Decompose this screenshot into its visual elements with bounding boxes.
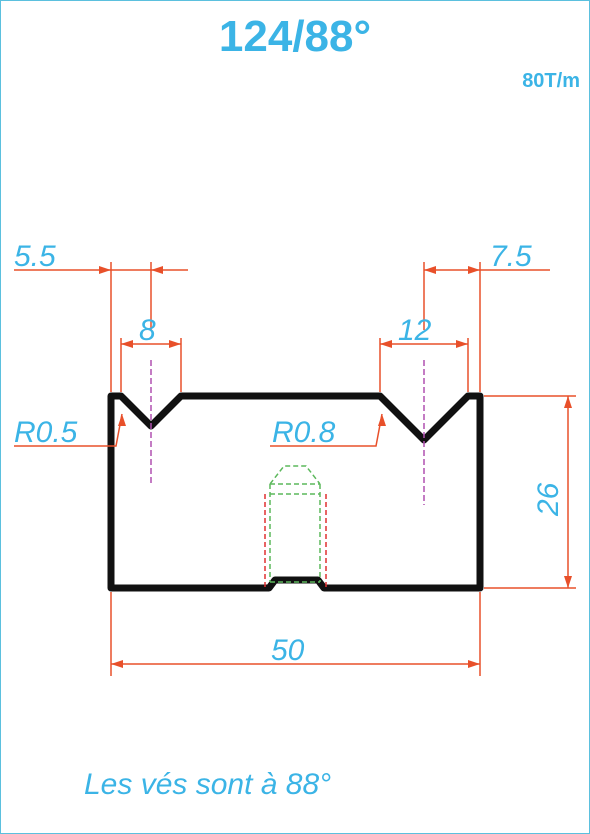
threaded-hole	[264, 465, 327, 588]
vee-angle-note: Les vés sont à 88°	[84, 768, 332, 801]
dimension-lines	[14, 262, 576, 676]
capacity-label: 80T/m	[522, 70, 580, 92]
die-title: 124/88°	[218, 12, 372, 61]
dim-height: 26	[532, 482, 565, 517]
dim-left-vee-width: 8	[139, 314, 156, 347]
dim-left-offset: 5.5	[14, 240, 56, 273]
dim-right-radius: R0.8	[272, 416, 336, 449]
die-profile	[107, 392, 484, 592]
dim-right-vee-width: 12	[398, 314, 432, 347]
dim-left-radius: R0.5	[14, 416, 78, 449]
dim-right-offset: 7.5	[490, 240, 532, 273]
dim-width: 50	[271, 634, 305, 667]
dimension-arrows	[99, 266, 572, 668]
